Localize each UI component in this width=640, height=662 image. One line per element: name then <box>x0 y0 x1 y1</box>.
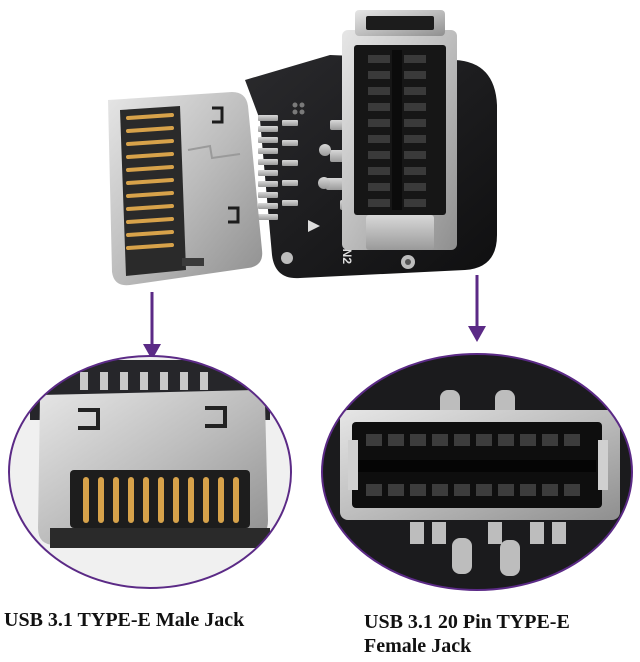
zoom-male-jack <box>8 355 292 589</box>
zoom-female-jack <box>321 353 633 591</box>
gold-contacts-top <box>126 113 174 250</box>
arrow-left <box>143 292 161 360</box>
gold-contacts-zoom <box>83 477 239 523</box>
caption-male-jack: USB 3.1 TYPE-E Male Jack <box>4 609 245 631</box>
caption-female-jack: USB 3.1 20 Pin TYPE-E Female Jack <box>364 610 570 658</box>
caption-female-jack-line1: USB 3.1 20 Pin TYPE-E <box>364 611 570 633</box>
pin-header-top <box>342 10 457 250</box>
type-e-male-plug <box>108 92 263 286</box>
caption-female-jack-line2: Female Jack <box>364 635 472 657</box>
arrow-right <box>468 275 486 342</box>
